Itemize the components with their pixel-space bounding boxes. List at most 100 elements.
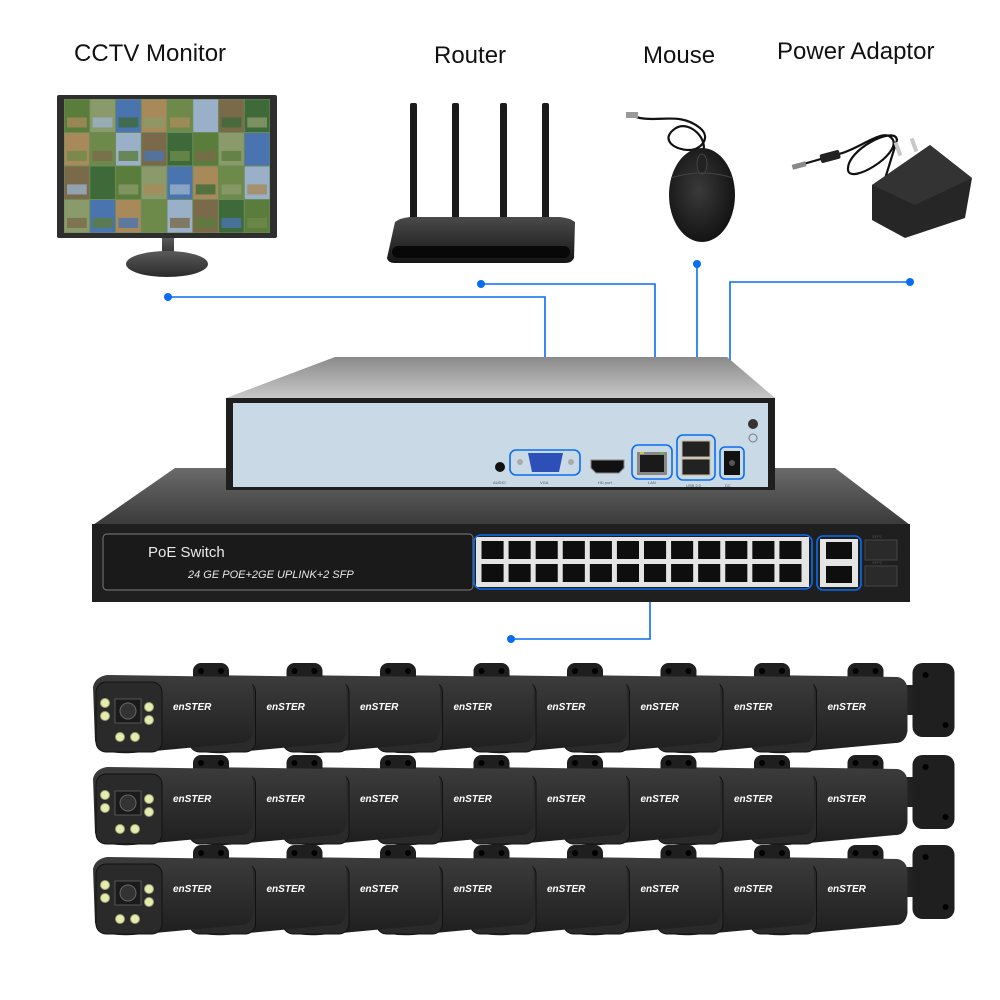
poe-port xyxy=(644,564,667,582)
audio-jack xyxy=(495,462,505,472)
camera-brand: enSTER xyxy=(828,794,867,805)
camera-led xyxy=(144,794,154,804)
monitor-screen-grid xyxy=(64,99,270,233)
usb-port xyxy=(681,458,711,476)
poe-switch: PoE Switch 24 GE POE+2GE UPLINK+2 SFP SF… xyxy=(92,468,910,602)
ground-screw xyxy=(748,419,758,429)
camera-brand: enSTER xyxy=(547,794,586,805)
camera-led xyxy=(130,824,140,834)
poe-port xyxy=(644,541,667,559)
poe-port xyxy=(562,564,585,582)
camera-led xyxy=(144,715,154,725)
svg-text:USB 2.0: USB 2.0 xyxy=(686,483,702,488)
poe-port xyxy=(481,564,504,582)
camera-brand: enSTER xyxy=(173,794,212,805)
vga-port xyxy=(528,453,563,472)
sfp-port xyxy=(864,539,898,561)
poe-port xyxy=(616,541,639,559)
camera-brand: enSTER xyxy=(641,702,680,713)
camera-brand: enSTER xyxy=(454,794,493,805)
uplink-highlight xyxy=(816,535,862,591)
poe-port xyxy=(535,564,558,582)
camera-brand: enSTER xyxy=(267,794,306,805)
svg-text:LAN: LAN xyxy=(648,480,656,485)
camera-led xyxy=(100,803,110,813)
camera-brand: enSTER xyxy=(547,702,586,713)
camera-led xyxy=(115,824,125,834)
camera-brand: enSTER xyxy=(641,884,680,895)
mouse xyxy=(626,112,735,242)
camera-brand: enSTER xyxy=(734,794,773,805)
camera-led xyxy=(130,732,140,742)
camera-brand: enSTER xyxy=(828,884,867,895)
camera-brand: enSTER xyxy=(267,702,306,713)
power-adaptor xyxy=(791,134,972,238)
camera-led xyxy=(100,893,110,903)
uplink-port xyxy=(826,542,852,559)
usb-highlight xyxy=(676,434,716,481)
label-cctv-monitor: CCTV Monitor xyxy=(74,40,227,67)
camera-brand: enSTER xyxy=(360,702,399,713)
endpoint-dot xyxy=(906,278,914,286)
camera-brand: enSTER xyxy=(360,794,399,805)
poe-port-array xyxy=(481,541,802,582)
camera-led xyxy=(100,880,110,890)
poe-port xyxy=(779,564,802,582)
camera: enSTER xyxy=(93,845,253,936)
camera-brand: enSTER xyxy=(173,884,212,895)
sfp-port xyxy=(864,565,898,587)
camera-led xyxy=(130,914,140,924)
poe-port xyxy=(616,564,639,582)
camera-led xyxy=(100,711,110,721)
camera-brand: enSTER xyxy=(454,702,493,713)
camera-led xyxy=(100,790,110,800)
hdmi-port xyxy=(590,459,625,474)
camera-led xyxy=(144,702,154,712)
poe-port xyxy=(725,564,748,582)
camera: enSTER xyxy=(93,755,253,846)
label-power-adaptor: Power Adaptor xyxy=(777,38,935,65)
poe-port xyxy=(589,541,612,559)
router xyxy=(387,103,575,263)
camera-array: enSTER enSTER enSTER enSTER enSTER enSTER enST… xyxy=(93,663,955,936)
vga-highlight xyxy=(509,449,581,476)
poe-port xyxy=(671,564,694,582)
switch-title: PoE Switch xyxy=(148,544,225,561)
lan-highlight xyxy=(631,444,673,480)
svg-text:SFP2: SFP2 xyxy=(872,560,883,565)
poe-port xyxy=(508,541,531,559)
switch-subtitle: 24 GE POE+2GE UPLINK+2 SFP xyxy=(187,569,354,581)
camera-brand: enSTER xyxy=(454,884,493,895)
uplink-port xyxy=(826,566,852,583)
camera-wall-mount xyxy=(912,755,955,829)
poe-port xyxy=(725,541,748,559)
camera-led xyxy=(144,897,154,907)
camera-led xyxy=(100,698,110,708)
label-mouse: Mouse xyxy=(643,42,716,69)
camera-brand: enSTER xyxy=(360,884,399,895)
dc-highlight xyxy=(719,446,745,480)
cctv-monitor xyxy=(57,95,277,277)
camera-led xyxy=(115,914,125,924)
poe-port xyxy=(671,541,694,559)
camera-led xyxy=(115,732,125,742)
svg-text:DC: DC xyxy=(725,483,731,488)
camera-brand: enSTER xyxy=(734,702,773,713)
camera-brand: enSTER xyxy=(267,884,306,895)
camera-brand: enSTER xyxy=(828,702,867,713)
poe-port xyxy=(589,564,612,582)
svg-text:AUDIO: AUDIO xyxy=(493,480,506,485)
endpoint-dot xyxy=(164,293,172,301)
poe-port xyxy=(535,541,558,559)
poe-port xyxy=(481,541,504,559)
connector-endpoints xyxy=(164,260,914,643)
camera-brand: enSTER xyxy=(547,884,586,895)
poe-port xyxy=(752,541,775,559)
poe-port xyxy=(698,541,721,559)
camera-brand: enSTER xyxy=(173,702,212,713)
poe-port xyxy=(779,541,802,559)
camera-wall-mount xyxy=(912,663,955,737)
poe-port xyxy=(752,564,775,582)
nvr-recorder: AUDIO VGA HD port LAN USB 2.0 DC xyxy=(226,357,775,490)
